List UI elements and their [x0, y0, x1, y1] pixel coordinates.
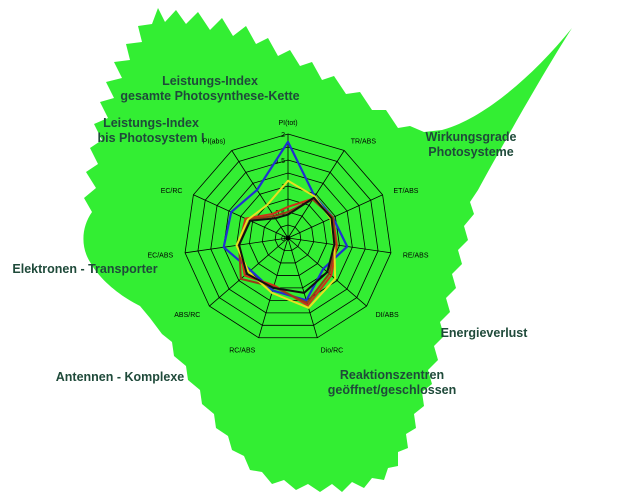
grid-spoke [193, 194, 289, 239]
pi-ps1-label: Leistungs-Index bis Photosystem I [97, 116, 205, 145]
axis-label: ET/ABS [394, 188, 419, 195]
grid-ring [197, 146, 379, 326]
tick-label: 1.5 [275, 158, 285, 165]
grid-spoke [287, 237, 391, 254]
axis-label: Dio/RC [321, 347, 344, 354]
tick-label: 0 [281, 236, 285, 243]
reaction-centers-label: Reaktionszentren geöffnet/geschlossen [327, 368, 457, 397]
tick-label: 2 [281, 132, 285, 139]
antennas-label: Antennen - Komplexe [55, 370, 185, 384]
leaf-shape [83, 8, 573, 492]
grid-spoke [287, 150, 345, 239]
grid-ring [210, 159, 366, 314]
pi-total-label: Leistungs-Index gesamte Photosynthese-Ke… [120, 74, 300, 103]
axis-label: EC/ABS [147, 253, 173, 260]
center-point [285, 235, 291, 241]
grid-ring [236, 185, 340, 289]
axis-label: DI/ABS [376, 312, 399, 319]
grid-ring [184, 133, 392, 339]
grid-ring [261, 211, 315, 264]
axis-label: EC/RC [161, 188, 183, 195]
efficiency-label: Wirkungsgrade Photosysteme [425, 130, 517, 159]
grid-spoke [231, 150, 289, 239]
axis-label: RE/ABS [403, 253, 429, 260]
axis-label: PI(abs) [203, 138, 226, 145]
series-line [238, 196, 336, 294]
axis-label: PI(tot) [278, 120, 297, 127]
grid-spoke [287, 194, 383, 239]
grid-ring [274, 224, 302, 251]
axis-label: ABS/RC [174, 312, 200, 319]
axis-label: TR/ABS [351, 138, 377, 145]
energy-loss-label: Energieverlust [440, 326, 528, 340]
axis-label: RC/ABS [229, 347, 255, 354]
electron-transport-label: Elektronen - Transporter [12, 262, 158, 276]
grid-spoke [287, 237, 318, 338]
radar-chart: 00.511.52PI(tot)TR/ABSET/ABSRE/ABSDI/ABS… [147, 120, 428, 354]
